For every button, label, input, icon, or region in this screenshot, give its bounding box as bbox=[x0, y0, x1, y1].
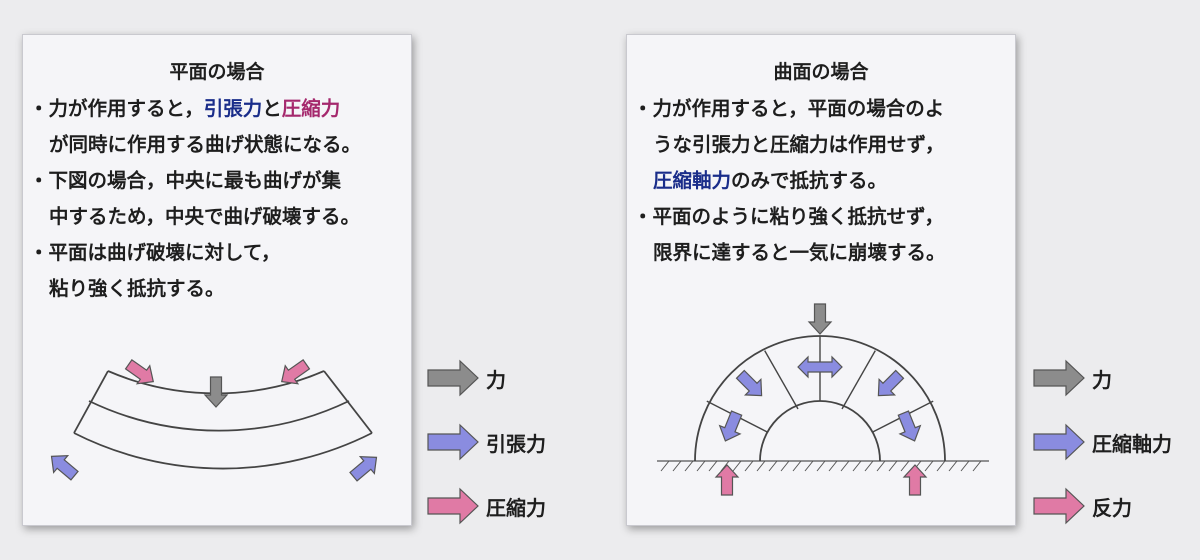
pink-arrow-icon bbox=[427, 487, 479, 525]
axial-compression-arrow-upper-right bbox=[870, 366, 908, 404]
blue-arrow-icon bbox=[1033, 423, 1085, 461]
beam-bottom-edge bbox=[73, 432, 373, 470]
legend-right-force-label: 力 bbox=[1092, 368, 1112, 392]
blue-arrow-icon bbox=[427, 423, 479, 461]
curved-bullet-2-line1: ・平面のように粘り強く抵抗せず， bbox=[633, 205, 945, 228]
beam-left-end bbox=[73, 370, 109, 434]
curved-bullet-1-line3-text: のみで抵抗する。 bbox=[731, 169, 888, 192]
curved-bullet-2: ・平面のように粘り強く抵抗せず， 限界に達すると一気に崩壊する。 bbox=[633, 199, 1017, 271]
axial-compression-arrow-upper-left bbox=[732, 366, 770, 404]
flat-bullet-3-continuation: 粘り強く抵抗する。 bbox=[49, 277, 225, 300]
flat-beam-diagram bbox=[43, 354, 385, 486]
flat-bullet-1-text-a: ・力が作用すると， bbox=[29, 97, 204, 120]
gray-arrow-icon bbox=[1033, 359, 1085, 397]
flat-bullet-3: ・平面は曲げ破壊に対して， 粘り強く抵抗する。 bbox=[29, 235, 413, 307]
legend-left-compression-label: 圧縮力 bbox=[486, 496, 546, 520]
arch-inner-edge bbox=[759, 400, 881, 462]
curved-case-bullets: ・力が作用すると，平面の場合のよ うな引張力と圧縮力は作用せず， 圧縮軸力のみで… bbox=[633, 91, 1017, 271]
flat-bullet-1-tension-term: 引張力 bbox=[203, 97, 263, 120]
pink-arrow-icon bbox=[1033, 487, 1085, 525]
load-arrow-down bbox=[808, 303, 832, 335]
flat-bullet-1-compression-term: 圧縮力 bbox=[281, 97, 341, 120]
curved-case-panel: 曲面の場合 ・力が作用すると，平面の場合のよ うな引張力と圧縮力は作用せず， 圧… bbox=[626, 34, 1016, 526]
beam-middle-line bbox=[88, 400, 350, 432]
ground bbox=[657, 460, 989, 472]
beam-right-end bbox=[323, 370, 373, 434]
curved-bullet-2-continuation: 限界に達すると一気に崩壊する。 bbox=[653, 241, 946, 264]
legend-left-force-label: 力 bbox=[486, 368, 506, 392]
legend-left-tension-label: 引張力 bbox=[486, 432, 546, 456]
axial-compression-arrow-lower-left bbox=[714, 408, 748, 446]
legend-right-reaction-label: 反力 bbox=[1092, 496, 1132, 520]
axial-compression-arrow-lower-right bbox=[892, 408, 926, 446]
gray-arrow-icon bbox=[427, 359, 479, 397]
legend-right-axial-label: 圧縮軸力 bbox=[1092, 432, 1172, 456]
flat-bullet-2-continuation: 中するため，中央で曲げ破壊する。 bbox=[49, 205, 361, 228]
flat-case-title: 平面の場合 bbox=[169, 61, 265, 83]
curved-case-title: 曲面の場合 bbox=[773, 61, 869, 83]
flat-bullet-2: ・下図の場合，中央に最も曲げが集 中するため，中央で曲げ破壊する。 bbox=[29, 163, 413, 235]
curved-bullet-1-line1: ・力が作用すると，平面の場合のよ bbox=[633, 97, 945, 120]
curved-bullet-1-line3: 圧縮軸力のみで抵抗する。 bbox=[633, 163, 1017, 199]
curved-bullet-1-line2: うな引張力と圧縮力は作用せず， bbox=[653, 133, 945, 156]
flat-case-bullets: ・力が作用すると，引張力と圧縮力 が同時に作用する曲げ状態になる。 ・下図の場合… bbox=[29, 91, 413, 307]
compression-arrow-left bbox=[121, 354, 161, 392]
flat-case-panel: 平面の場合 ・力が作用すると，引張力と圧縮力 が同時に作用する曲げ状態になる。 … bbox=[22, 34, 412, 526]
tension-arrow-right bbox=[345, 448, 385, 486]
reaction-arrow-right bbox=[903, 464, 927, 496]
flat-bullet-2-line1: ・下図の場合，中央に最も曲げが集 bbox=[29, 169, 342, 192]
arch-diagram bbox=[657, 303, 989, 496]
flat-bullet-1: ・力が作用すると，引張力と圧縮力 が同時に作用する曲げ状態になる。 bbox=[29, 91, 413, 163]
curved-bullet-1: ・力が作用すると，平面の場合のよ うな引張力と圧縮力は作用せず， 圧縮軸力のみで… bbox=[633, 91, 1017, 199]
semicircular-arch bbox=[694, 335, 946, 462]
flat-bullet-1-continuation: が同時に作用する曲げ状態になる。 bbox=[49, 133, 362, 156]
load-arrow-down bbox=[204, 376, 228, 408]
curved-beam bbox=[73, 370, 373, 470]
tension-arrow-left bbox=[43, 447, 83, 485]
curved-bullet-1-axial-term: 圧縮軸力 bbox=[653, 169, 732, 192]
flat-bullet-1-text-b: と bbox=[262, 97, 282, 120]
flat-bullet-3-line1: ・平面は曲げ破壊に対して， bbox=[29, 241, 281, 264]
